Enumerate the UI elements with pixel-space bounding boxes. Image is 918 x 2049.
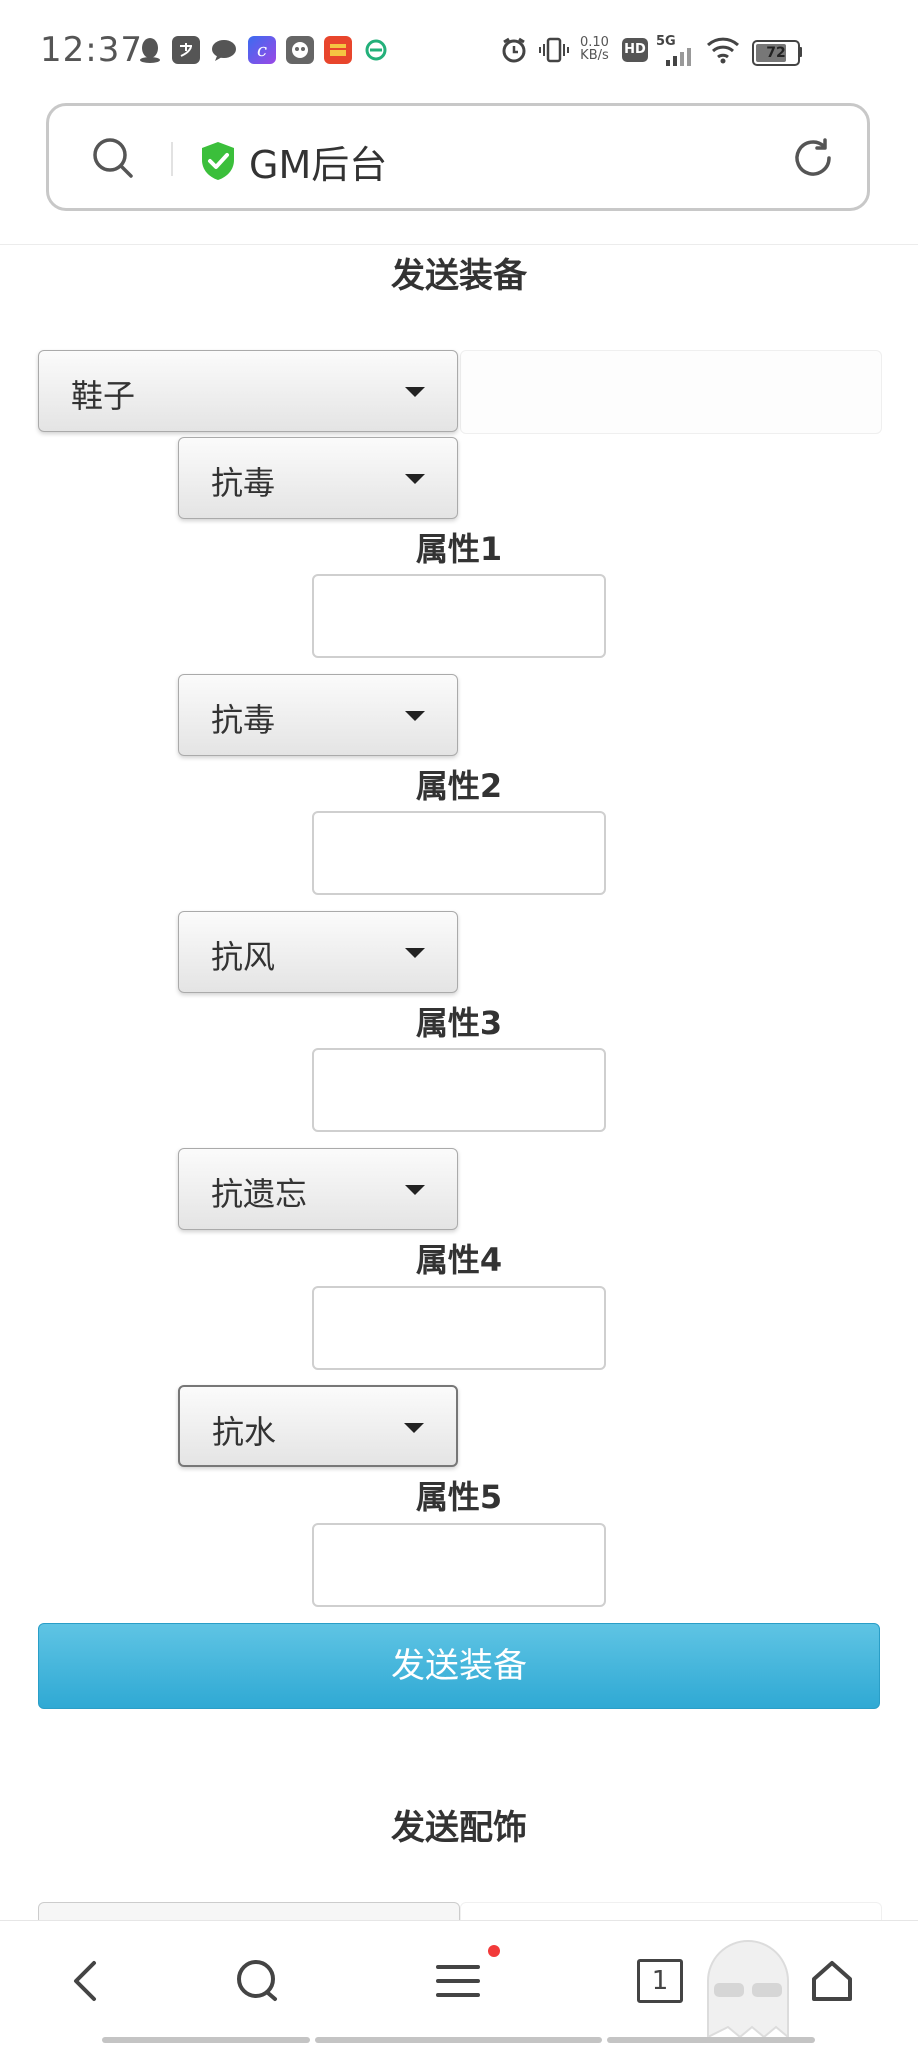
- attr4-label: 属性4: [415, 1241, 503, 1279]
- attr3-type-value: 抗风: [211, 938, 276, 976]
- status-bar: 12:37 c 0.10 KB/s HD 5G 72: [0, 0, 918, 104]
- alipay-icon: [172, 36, 200, 64]
- header-separator: [0, 244, 918, 245]
- reload-icon[interactable]: [789, 134, 837, 186]
- gesture-bar-left: [102, 2037, 310, 2043]
- attr2-value-input[interactable]: [312, 811, 606, 895]
- edge-icon: [362, 36, 390, 64]
- chevron-down-icon: [405, 387, 425, 397]
- chevron-down-icon: [405, 1185, 425, 1195]
- attr3-value-input[interactable]: [312, 1048, 606, 1132]
- address-bar[interactable]: GM后台: [46, 103, 870, 211]
- tabs-button[interactable]: 1: [620, 1941, 700, 2021]
- attr4-type-value: 抗遗忘: [211, 1175, 308, 1213]
- menu-icon: [436, 1965, 480, 1997]
- battery-icon: 72: [752, 40, 800, 66]
- attr4-type-select[interactable]: 抗遗忘: [178, 1148, 458, 1230]
- send-equipment-button[interactable]: 发送装备: [38, 1623, 880, 1709]
- net-speed-value: 0.10: [580, 35, 609, 50]
- attr2-label: 属性2: [415, 767, 503, 805]
- message-icon: [210, 36, 238, 64]
- tab-count: 1: [651, 1966, 669, 1996]
- c-app-icon: c: [248, 36, 276, 64]
- network-type: 5G: [656, 34, 676, 49]
- back-icon: [74, 1961, 96, 2001]
- tabs-icon: 1: [637, 1959, 683, 2003]
- shield-icon: [199, 140, 237, 186]
- vibrate-icon: [538, 36, 570, 70]
- back-button[interactable]: [46, 1941, 126, 2021]
- gesture-bar-right: [607, 2037, 815, 2043]
- attr1-type-select[interactable]: 抗毒: [178, 437, 458, 519]
- status-time: 12:37: [40, 30, 143, 70]
- attr2-type-value: 抗毒: [211, 701, 276, 739]
- attr3-label: 属性3: [415, 1004, 503, 1042]
- chevron-down-icon: [405, 474, 425, 484]
- attr2-type-select[interactable]: 抗毒: [178, 674, 458, 756]
- home-icon: [812, 1961, 852, 2001]
- home-button[interactable]: [792, 1941, 872, 2021]
- attr3-type-select[interactable]: 抗风: [178, 911, 458, 993]
- chevron-down-icon: [404, 1423, 424, 1433]
- slot-select-value: 鞋子: [71, 377, 136, 415]
- alarm-icon: [500, 36, 528, 70]
- attr5-label: 属性5: [415, 1478, 503, 1516]
- slot-extra-field: [460, 350, 882, 434]
- hd-badge: HD: [622, 38, 648, 62]
- net-speed: 0.10 KB/s: [580, 36, 609, 62]
- lottery-icon: [324, 36, 352, 64]
- wifi-icon: [706, 36, 740, 68]
- search-icon: [237, 1960, 277, 2001]
- slot-select[interactable]: 鞋子: [38, 350, 458, 432]
- section-title-equipment: 发送装备: [391, 256, 527, 296]
- battery-nub: [798, 47, 802, 57]
- incognito-icon[interactable]: [700, 1937, 796, 2041]
- game-icon: [286, 36, 314, 64]
- qq-icon: [136, 36, 164, 64]
- notification-dot: [488, 1945, 500, 1957]
- attr1-value-input[interactable]: [312, 574, 606, 658]
- menu-button[interactable]: [418, 1941, 498, 2021]
- bottom-nav: 1: [0, 1920, 918, 2049]
- attr4-value-input[interactable]: [312, 1286, 606, 1370]
- attr1-type-value: 抗毒: [211, 464, 276, 502]
- chevron-down-icon: [405, 948, 425, 958]
- attr5-type-select[interactable]: 抗水: [178, 1385, 458, 1467]
- section-title-accessory: 发送配饰: [391, 1808, 527, 1848]
- address-divider: [171, 142, 173, 176]
- net-speed-unit: KB/s: [580, 48, 609, 63]
- gesture-bar-center: [315, 2037, 602, 2043]
- attr5-type-value: 抗水: [212, 1413, 277, 1451]
- chevron-down-icon: [405, 711, 425, 721]
- attr5-value-input[interactable]: [312, 1523, 606, 1607]
- address-title: GM后台: [249, 143, 388, 187]
- search-nav-button[interactable]: [218, 1941, 298, 2021]
- attr1-label: 属性1: [415, 530, 503, 568]
- battery-level: 72: [766, 45, 786, 61]
- search-icon[interactable]: [89, 134, 137, 186]
